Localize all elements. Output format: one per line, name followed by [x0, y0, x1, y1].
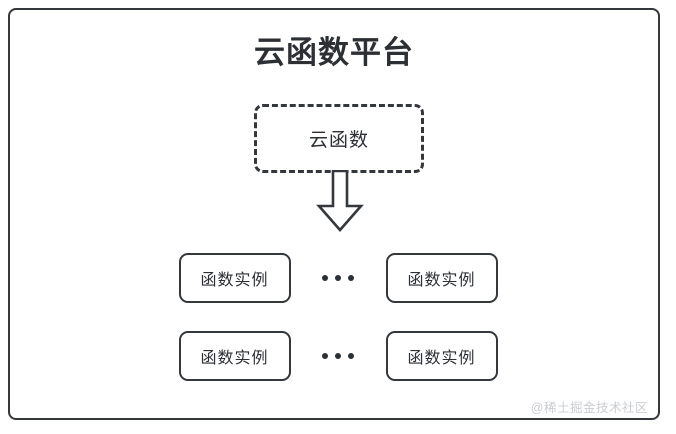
ellipsis-dot — [335, 353, 341, 359]
cloud-function-node: 云函数 — [254, 104, 424, 173]
function-instance-box: 函数实例 — [385, 331, 498, 381]
instance-row: 函数实例 函数实例 — [0, 330, 676, 382]
function-instance-label: 函数实例 — [200, 272, 269, 289]
function-instance-label: 函数实例 — [200, 350, 269, 367]
function-instance-label: 函数实例 — [407, 272, 476, 289]
ellipsis-separator — [291, 253, 386, 303]
function-instance-box: 函数实例 — [178, 253, 291, 303]
function-instance-box: 函数实例 — [178, 331, 291, 381]
ellipsis-dot — [348, 275, 354, 281]
page-title: 云函数平台 — [254, 35, 414, 70]
ellipsis-dot — [348, 353, 354, 359]
ellipsis-dot — [322, 353, 328, 359]
function-instance-box: 函数实例 — [385, 253, 498, 303]
ellipsis-dot — [322, 275, 328, 281]
instance-row: 函数实例 函数实例 — [0, 252, 676, 304]
function-instance-label: 函数实例 — [407, 350, 476, 367]
down-arrow-icon — [312, 169, 368, 232]
watermark: @稀土掘金技术社区 — [530, 401, 648, 415]
ellipsis-dot — [335, 275, 341, 281]
cloud-function-label: 云函数 — [308, 130, 369, 151]
ellipsis-separator — [291, 331, 386, 381]
